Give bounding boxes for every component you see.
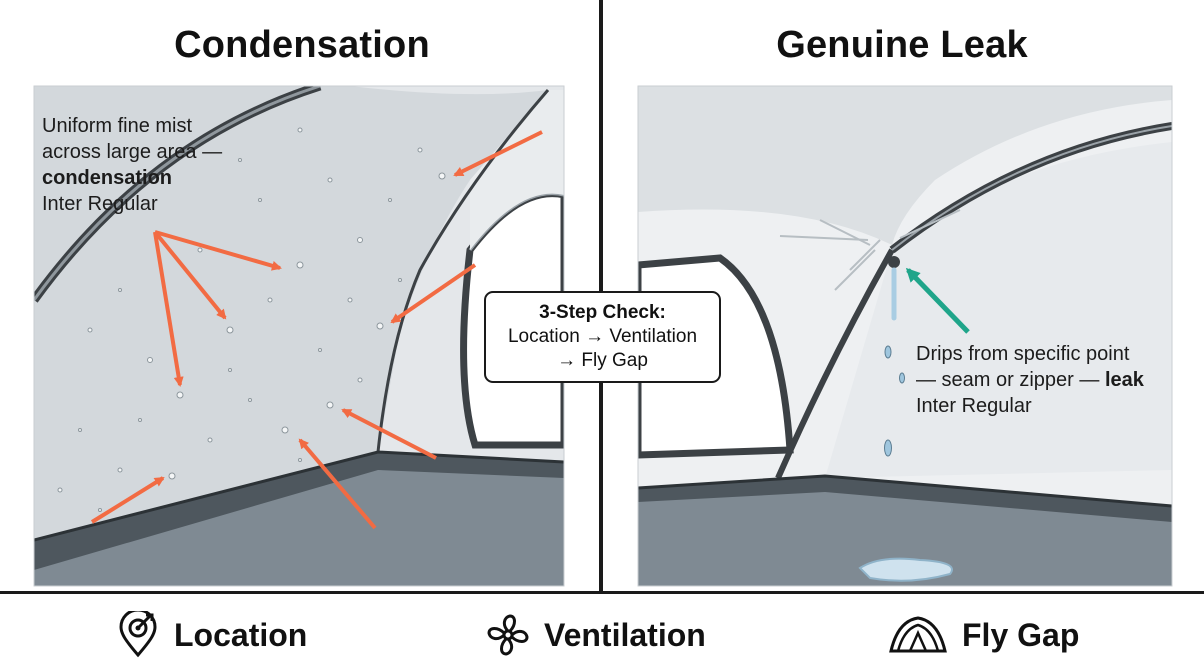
misty-tent-wall [34,86,548,560]
leak-arrow [905,267,970,334]
footer-location: Location [116,609,307,661]
three-step-check-box: 3-Step Check: Location → Ventilation → F… [484,291,721,383]
check-heading: 3-Step Check: [539,302,666,323]
fan-icon [487,614,529,656]
caption-line: Inter Regular [916,395,1032,417]
check-line: Location → Ventilation [507,326,698,347]
caption-line: Uniform fine mist [42,115,193,137]
genuine-leak-title: Genuine Leak [776,24,1028,66]
right-bathtub-rim [638,476,1172,522]
seam-zipper-lower [775,248,895,480]
caption-line: — seam or zipper — [916,369,1105,391]
condensation-title: Condensation [174,24,430,66]
water-puddle [858,557,953,582]
water-drips [884,345,905,515]
footer-label-fly-gap: Fly Gap [962,616,1080,653]
footer-label-location: Location [174,616,308,653]
left-bathtub-rim [34,452,564,570]
footer-ventilation: Ventilation [486,609,706,661]
horizontal-divider [0,591,1204,594]
tent-icon [889,616,947,653]
condensation-scene [34,86,564,586]
caption-line: Drips from specific point [916,343,1130,365]
rain-fly-panel [638,86,1172,245]
condensation-keyword: condensation [42,167,173,189]
leak-keyword: leak [1104,369,1144,391]
leak-point [888,256,900,268]
condensation-arrows [90,130,543,530]
leak-caption: Drips from specific point — seam or zipp… [916,341,1186,419]
caption-line: Inter Regular [42,193,158,215]
location-target-icon [119,611,157,658]
footer-label-ventilation: Ventilation [544,616,706,653]
footer-fly-gap: Fly Gap [888,609,1079,661]
left-floor [34,452,564,586]
condensation-caption: Uniform fine mist across large area — co… [42,113,272,217]
caption-line: across large area — [42,141,223,163]
condensation-droplets [57,127,446,512]
check-line: → Fly Gap [557,350,648,371]
